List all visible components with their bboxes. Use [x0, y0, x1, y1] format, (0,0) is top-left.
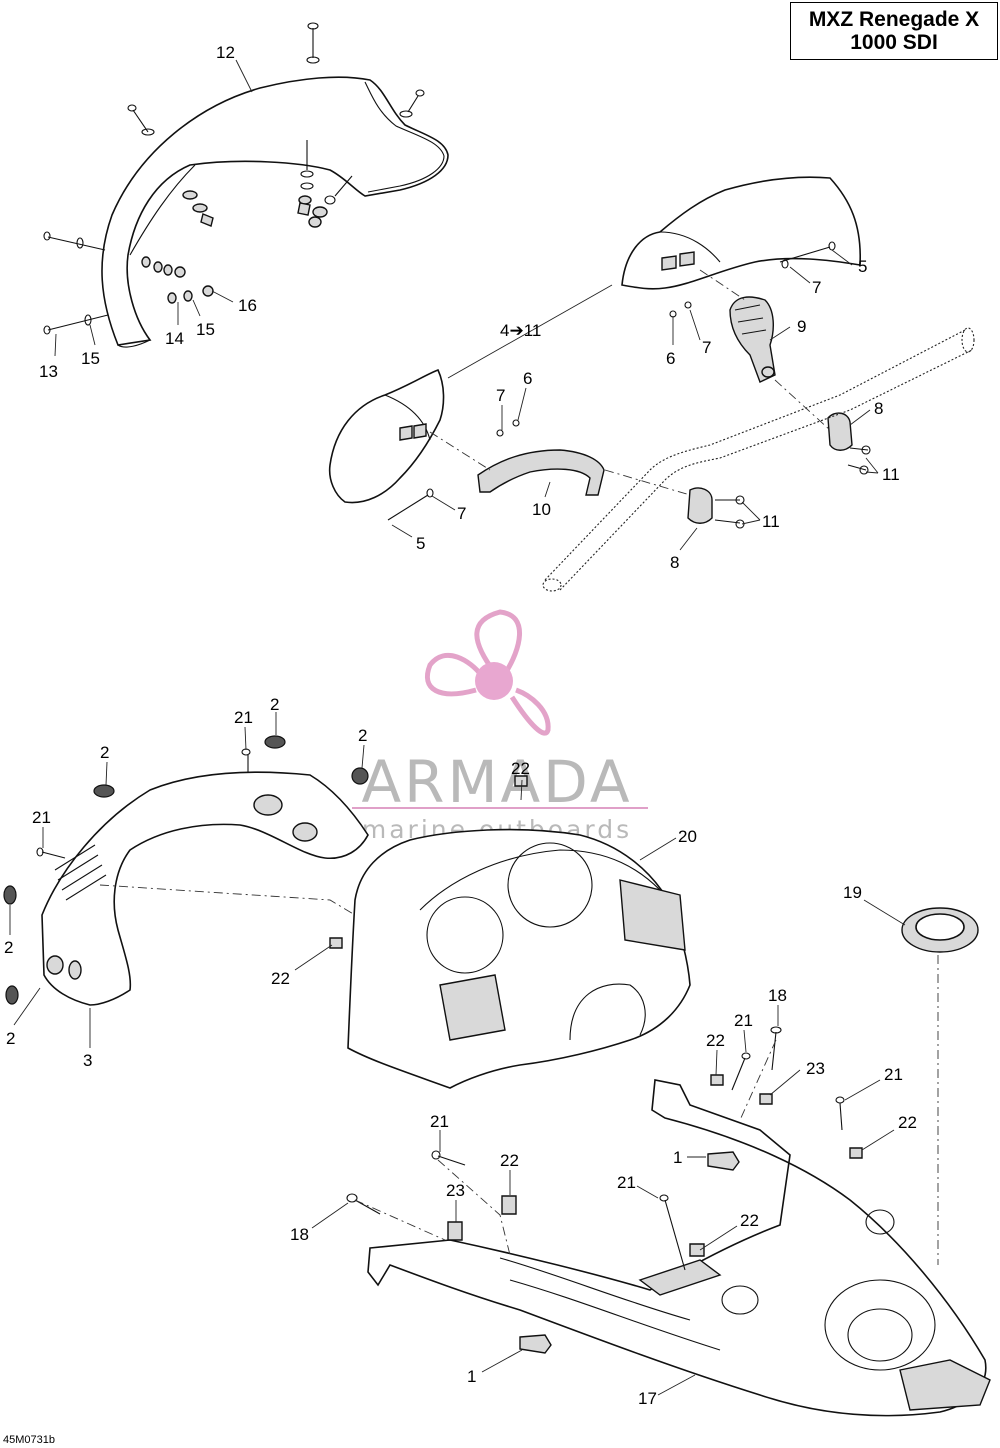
callout-label: 18 — [768, 986, 787, 1005]
console-hardware — [36, 748, 863, 1354]
callout-label: 18 — [290, 1225, 309, 1244]
callout-label: 21 — [234, 708, 253, 727]
callout-label: 22 — [740, 1211, 759, 1230]
windshield-hardware — [43, 22, 425, 335]
handlebar-phantom — [542, 327, 975, 592]
lower-console-part-17 — [367, 1079, 991, 1417]
gauge-housing-part-20 — [347, 828, 691, 1089]
armada-logo — [424, 609, 551, 736]
callout-leaders — [9, 59, 906, 1396]
callout-label: 7 — [812, 278, 821, 297]
callout-label: 22 — [511, 759, 530, 778]
callout-label: 2 — [270, 695, 279, 714]
callout-label: 6 — [666, 349, 675, 368]
callout-label: 15 — [81, 349, 100, 368]
callout-label: 6 — [523, 369, 532, 388]
callout-label: 9 — [797, 317, 806, 336]
callout-label: 2 — [4, 938, 13, 957]
model-title-line2: 1000 SDI — [850, 31, 938, 54]
dash-upper-part-3 — [41, 771, 369, 1006]
callout-label: 21 — [617, 1173, 636, 1192]
callout-label: 22 — [706, 1031, 725, 1050]
callout-label: 2 — [358, 726, 367, 745]
callout-label: 23 — [446, 1181, 465, 1200]
windshield-part-12 — [101, 76, 449, 348]
model-title-box: MXZ Renegade X 1000 SDI — [790, 2, 998, 60]
callout-label: 7 — [457, 504, 466, 523]
callout-label: 4➔11 — [500, 321, 541, 340]
assembly-lines — [99, 269, 939, 1265]
callout-label: 5 — [858, 257, 867, 276]
callout-label: 23 — [806, 1059, 825, 1078]
callout-label: 5 — [416, 534, 425, 553]
callout-label: 22 — [898, 1113, 917, 1132]
callout-label: 13 — [39, 362, 58, 381]
callout-label: 3 — [83, 1051, 92, 1070]
grommets-part-2 — [3, 735, 369, 1005]
callout-label: 11 — [882, 465, 900, 484]
callout-label: 22 — [271, 969, 290, 988]
model-title-line1: MXZ Renegade X — [808, 8, 980, 31]
callout-label: 10 — [532, 500, 551, 519]
callout-label: 21 — [884, 1065, 903, 1084]
handguard-left — [328, 368, 605, 504]
callout-label: 8 — [670, 553, 679, 572]
callout-label: 21 — [430, 1112, 449, 1131]
callout-label: 21 — [32, 808, 51, 827]
callout-label: 22 — [500, 1151, 519, 1170]
document-code: 45M0731b — [3, 1434, 55, 1446]
callout-label: 17 — [638, 1389, 657, 1408]
callout-label: 21 — [734, 1011, 753, 1030]
callout-label: 20 — [678, 827, 697, 846]
ring-part-19 — [901, 907, 979, 953]
callout-label: 16 — [238, 296, 257, 315]
callout-label: 8 — [874, 399, 883, 418]
callout-label: 14 — [165, 329, 184, 348]
watermark-brand: ARMADA — [361, 748, 632, 816]
handguard-hardware — [387, 241, 871, 529]
callout-label: 7 — [496, 386, 505, 405]
callout-label: 2 — [100, 743, 109, 762]
callout-label: 7 — [702, 338, 711, 357]
callout-label: 1 — [467, 1367, 476, 1386]
callout-label: 15 — [196, 320, 215, 339]
handguard-right — [621, 176, 861, 383]
callout-label: 19 — [843, 883, 862, 902]
callout-label: 11 — [762, 512, 780, 531]
callout-label: 1 — [673, 1148, 682, 1167]
callout-label: 2 — [6, 1029, 15, 1048]
callout-label: 12 — [216, 43, 235, 62]
callout-labels: 12 13 15 14 15 16 4➔11 5 7 6 7 9 7 6 7 5… — [4, 43, 917, 1408]
